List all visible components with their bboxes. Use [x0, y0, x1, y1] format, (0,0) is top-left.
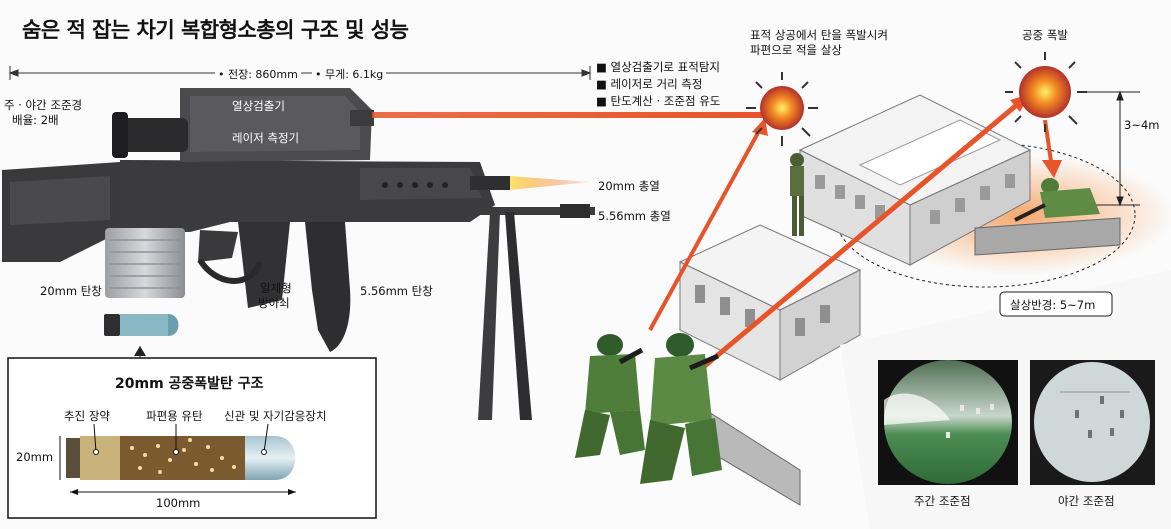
function-item-detect: ■ 열상검출기로 표적탐지	[596, 60, 720, 74]
label-20mm-magazine: 20mm 탄창	[40, 284, 102, 298]
airburst-explosion-left	[746, 72, 818, 146]
label-ammo-length: 100mm	[156, 496, 201, 510]
night-scope-view	[1030, 360, 1155, 485]
label-airburst: 공중 폭발	[1022, 28, 1068, 42]
k11-rifle-illustration	[2, 88, 595, 420]
burst-description-line1: 표적 상공에서 탄을 폭발시켜	[750, 28, 888, 42]
spec-length: • 전장: 860mm	[215, 66, 301, 82]
burst-description-line2: 파편으로 적을 살상	[750, 43, 842, 57]
laser-beam	[372, 112, 762, 118]
friendly-soldier-1	[575, 334, 645, 458]
label-20mm-barrel: 20mm 총열	[598, 179, 660, 193]
label-556mm-barrel: 5.56mm 총열	[598, 209, 671, 223]
spec-weight: • 무게: 6.1kg	[312, 66, 387, 82]
caption-day-scope: 주간 조준점	[914, 494, 971, 508]
day-scope-view	[878, 360, 1018, 485]
label-trigger: 방아쇠	[258, 296, 290, 310]
function-item-range: ■ 레이저로 거리 측정	[596, 77, 703, 91]
ammo-box-title: 20mm 공중폭발탄 구조	[115, 376, 264, 392]
trajectory-left	[648, 119, 767, 331]
label-burst-height: 3~4m	[1124, 118, 1160, 132]
label-fragment: 파편용 유탄	[146, 409, 203, 423]
label-magnification: 배율: 2배	[12, 113, 59, 127]
label-fuze: 신관 및 자기감응장치	[224, 409, 327, 423]
kill-radius-ring	[834, 142, 1136, 288]
label-556mm-magazine: 5.56mm 탄창	[360, 284, 433, 298]
trajectory-right	[698, 96, 1027, 372]
page-title: 숨은 적 잡는 차기 복합형소총의 구조 및 성능	[22, 18, 409, 42]
building-front	[678, 224, 862, 381]
ammo-cutaway-diagram	[59, 423, 296, 495]
caption-night-scope: 야간 조준점	[1058, 494, 1115, 508]
label-propellant: 추진 장약	[64, 409, 110, 423]
enemy-soldier-crouching	[1014, 178, 1100, 222]
20mm-round-icon	[104, 314, 179, 360]
label-ammo-diameter: 20mm	[16, 450, 54, 464]
label-laser-rangefinder: 레이저 측정기	[232, 131, 300, 145]
kill-radius-label-box	[999, 291, 1113, 317]
building-main	[798, 94, 1032, 266]
label-thermal-detector: 열상검출기	[232, 99, 285, 113]
label-integrated: 일체형	[260, 281, 292, 295]
label-scope: 주 · 야간 조준경	[4, 98, 83, 112]
friendly-soldier-2	[640, 333, 722, 484]
function-item-ballistic: ■ 탄도계산 · 조준점 유도	[596, 94, 721, 108]
label-kill-radius: 살상반경: 5~7m	[1010, 298, 1096, 312]
enemy-soldier-rooftop	[790, 153, 804, 236]
airburst-explosion-right	[1005, 52, 1087, 132]
